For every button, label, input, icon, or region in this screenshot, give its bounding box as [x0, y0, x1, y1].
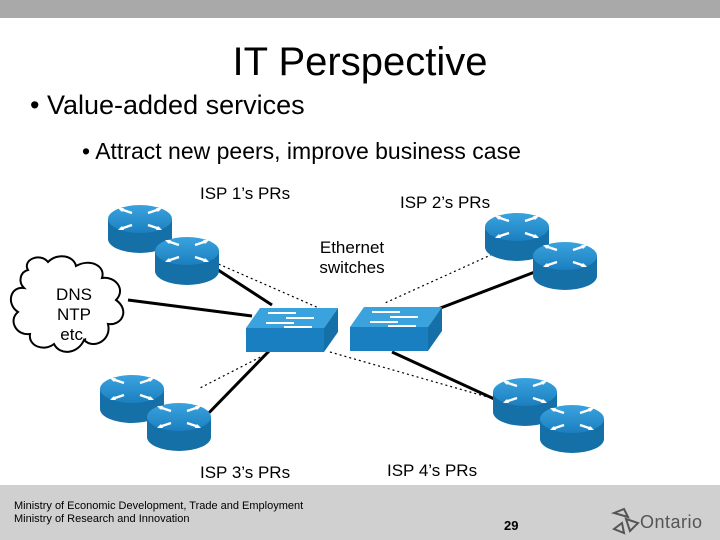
dotted-link-isp1-to-switch	[149, 233, 329, 313]
isp2-label: ISP 2’s PRs	[400, 193, 491, 212]
cloud-services-label: DNS NTP etc.	[44, 285, 104, 345]
top-bar	[0, 0, 720, 18]
link-isp1-router2-to-switch	[214, 266, 273, 307]
cloud-label-line3: etc.	[60, 325, 88, 344]
router-icon	[531, 240, 599, 292]
ethernet-switches-label-line1: Ethernet	[319, 238, 385, 257]
link-isp2-router2-to-switch	[429, 268, 541, 314]
connection-lines	[127, 233, 541, 424]
router-icon	[538, 403, 606, 455]
ontario-logo-text: Ontario	[640, 512, 703, 532]
page-number: 29	[504, 518, 519, 533]
footer-line-2: Ministry of Research and Innovation	[14, 513, 190, 525]
router-icon	[153, 235, 221, 287]
footer-ministries: Ministry of Economic Development, Trade …	[14, 500, 303, 526]
ethernet-switch-icon	[349, 306, 443, 352]
cloud-label-line1: DNS	[56, 285, 92, 304]
bullet-level-2: • Attract new peers, improve business ca…	[82, 138, 521, 164]
slide-title: IT Perspective	[232, 40, 488, 84]
ethernet-switches-label-line2: switches	[319, 258, 385, 277]
isp1-label: ISP 1’s PRs	[200, 184, 291, 203]
isp3-label: ISP 3’s PRs	[200, 463, 291, 482]
dotted-link-isp2-to-switch	[384, 243, 516, 304]
isp4-label: ISP 4’s PRs	[387, 461, 478, 480]
footer-line-1: Ministry of Economic Development, Trade …	[14, 500, 304, 512]
link-isp3-router2-to-switch	[198, 346, 274, 424]
dotted-link-isp4-to-switch	[329, 351, 506, 403]
bullet-level-2-text: Attract new peers, improve business case	[95, 138, 521, 164]
cloud-label-line2: NTP	[57, 305, 91, 324]
bullet-level-1-text: Value-added services	[46, 90, 305, 120]
ethernet-switches-label: Ethernet switches	[310, 238, 394, 278]
ethernet-switch-icon	[245, 307, 339, 353]
link-cloud-to-switch	[127, 298, 253, 318]
cloud-icon	[9, 255, 125, 353]
footer-bar	[0, 485, 720, 540]
router-icon	[145, 401, 213, 453]
bullet-level-1: • Value-added services	[30, 90, 305, 120]
ontario-trillium-logo	[610, 507, 640, 535]
